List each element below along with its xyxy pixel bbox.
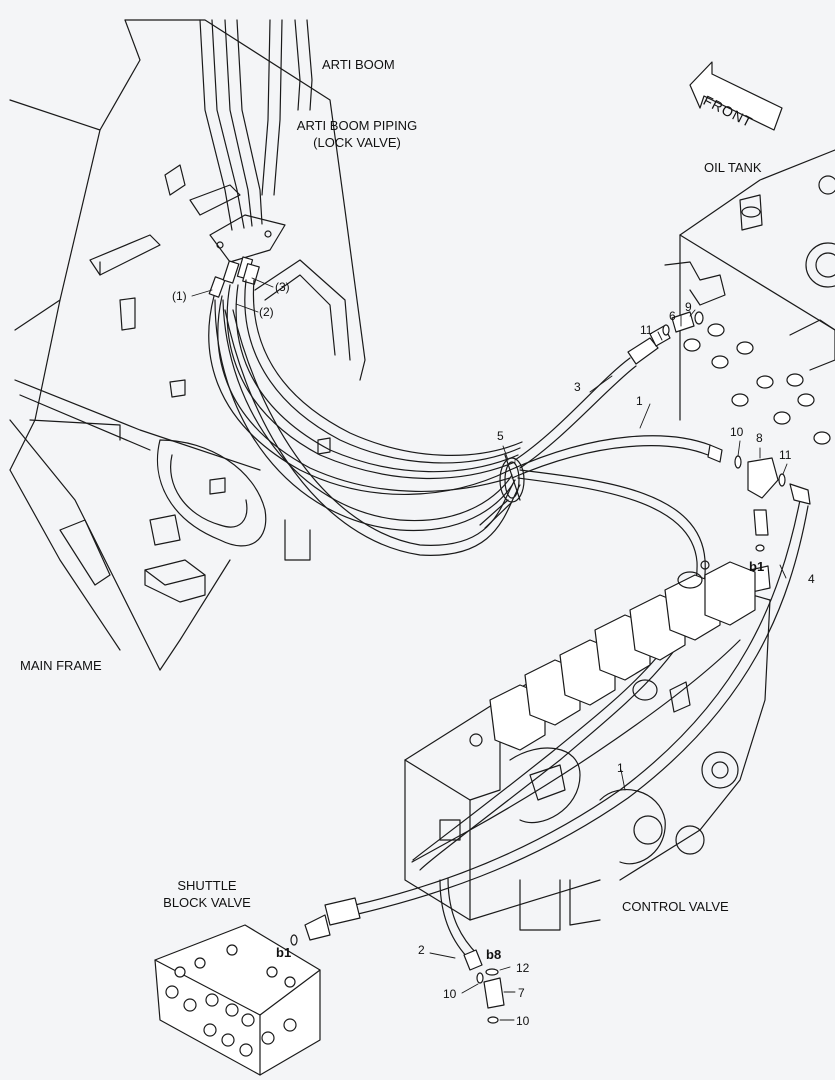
front-arrow	[689, 61, 783, 131]
label-shuttle-block-valve: SHUTTLE BLOCK VALVE	[152, 877, 262, 911]
callout-b1-tank: b1	[749, 559, 765, 574]
callout-6: 6	[669, 309, 676, 323]
label-main-frame: MAIN FRAME	[20, 658, 102, 673]
callout-10a: 10	[730, 425, 744, 439]
callout-b8: b8	[486, 947, 502, 962]
callout-11a: 11	[640, 323, 653, 337]
label-arti-boom-piping-line1: ARTI BOOM PIPING	[296, 118, 418, 133]
oil-tank	[664, 149, 835, 445]
label-oil-tank: OIL TANK	[704, 160, 762, 175]
callout-12: 12	[516, 961, 530, 975]
callout-9: 9	[685, 300, 692, 314]
callout-11b: 11	[779, 448, 792, 462]
callout-2: 2	[418, 943, 425, 957]
clamp-5	[479, 457, 525, 529]
control-valve	[404, 560, 771, 931]
arti-boom-pipes	[199, 19, 313, 263]
hose-bundle	[208, 279, 523, 556]
callout-p1: (1)	[172, 289, 187, 303]
callout-b1-shuttle: b1	[276, 945, 292, 960]
callout-1a: 1	[636, 394, 643, 408]
callout-3: 3	[574, 380, 581, 394]
callout-5: 5	[497, 429, 504, 443]
label-shuttle-line2: BLOCK VALVE	[163, 895, 251, 910]
callout-1b: 1	[617, 761, 624, 775]
label-arti-boom-piping-line2: (LOCK VALVE)	[313, 135, 401, 150]
callout-p3: (3)	[275, 280, 290, 294]
callout-10b: 10	[443, 987, 457, 1001]
callout-8: 8	[756, 431, 763, 445]
callout-7: 7	[518, 986, 525, 1000]
fitting-6-9-11	[662, 311, 704, 336]
label-arti-boom-piping: ARTI BOOM PIPING (LOCK VALVE)	[292, 117, 422, 151]
shuttle-block-valve	[154, 924, 321, 1076]
leader-lines	[191, 277, 788, 1021]
fitting-7	[476, 968, 505, 1024]
lock-valve-fittings	[208, 256, 260, 298]
hose-2	[439, 877, 483, 971]
callout-10c: 10	[516, 1014, 530, 1028]
hose-3	[514, 325, 671, 469]
label-arti-boom: ARTI BOOM	[322, 57, 395, 72]
label-shuttle-line1: SHUTTLE	[177, 878, 237, 893]
label-control-valve: CONTROL VALVE	[622, 899, 729, 914]
main-frame-structure	[9, 19, 366, 671]
callout-4: 4	[808, 572, 815, 586]
callout-p2: (2)	[259, 305, 274, 319]
